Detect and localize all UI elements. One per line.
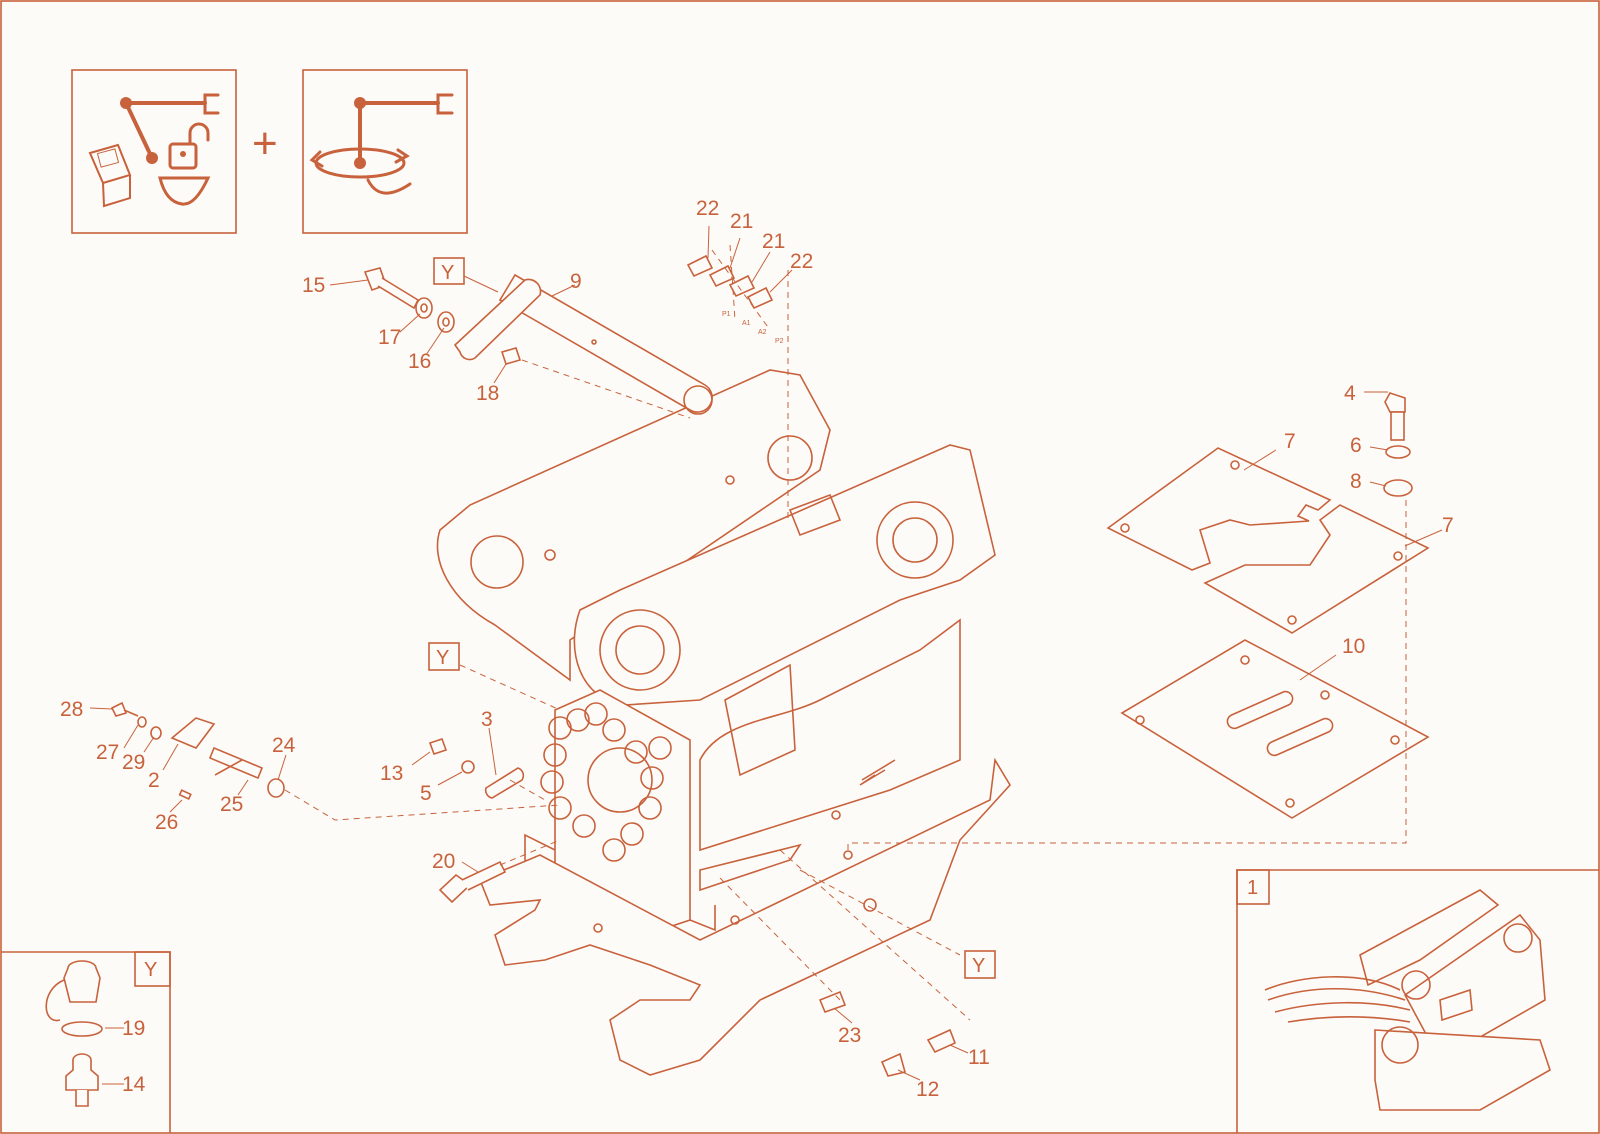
- callout-7: 7: [1442, 514, 1454, 537]
- callout-28: 28: [60, 698, 83, 721]
- view-label-y-top: Y: [433, 257, 499, 293]
- callout-21: 21: [762, 230, 785, 253]
- port-label-p1: P1: [722, 311, 731, 318]
- svg-text:Y: Y: [441, 262, 454, 284]
- pin-9: [453, 273, 713, 415]
- callout-10: 10: [1342, 635, 1365, 658]
- view-label-y-middle: Y: [428, 642, 460, 671]
- callout-22: 22: [696, 197, 719, 220]
- bolt-15: [363, 267, 420, 310]
- callout-26: 26: [155, 811, 178, 834]
- callout-13: 13: [380, 762, 403, 785]
- svg-text:1: 1: [1247, 877, 1258, 899]
- callout-9: 9: [570, 270, 582, 293]
- cover-3-bolt-13-washer-5: [428, 737, 525, 799]
- callout-20: 20: [432, 850, 455, 873]
- callout-11: 11: [968, 1046, 990, 1069]
- callout-4: 4: [1344, 382, 1356, 405]
- callout-22: 22: [790, 250, 813, 273]
- callout-25: 25: [220, 793, 243, 816]
- bolt-4-washers-6-8: [1383, 392, 1413, 497]
- callout-15: 15: [302, 274, 325, 297]
- callout-2: 2: [148, 769, 160, 792]
- assembly-lines: [214, 244, 1407, 1021]
- tilt-lock-switch-icon: [71, 69, 237, 234]
- callout-3: 3: [481, 708, 493, 731]
- callout-5: 5: [420, 782, 432, 805]
- callout-23: 23: [838, 1024, 861, 1047]
- wear-plate-7: [1106, 447, 1430, 634]
- quick-coupler-body: [436, 369, 1011, 1076]
- callout-12: 12: [916, 1078, 939, 1101]
- hydraulic-fittings-21-22: [686, 254, 774, 310]
- callout-16: 16: [408, 350, 431, 373]
- port-label-a1: A1: [742, 320, 751, 327]
- callout-14: 14: [122, 1073, 146, 1096]
- rotation-icon: [302, 69, 468, 234]
- plate-10: [1120, 639, 1430, 819]
- svg-text:Y: Y: [436, 647, 449, 669]
- callout-27: 27: [96, 741, 119, 764]
- callout-7: 7: [1284, 430, 1296, 453]
- callout-6: 6: [1350, 434, 1362, 457]
- callout-17: 17: [378, 326, 401, 349]
- svg-text:Y: Y: [144, 959, 157, 981]
- callout-21: 21: [730, 210, 753, 233]
- svg-text:Y: Y: [972, 955, 985, 977]
- callout-18: 18: [476, 382, 499, 405]
- plus-icon: +: [252, 119, 278, 168]
- bolt-20: [438, 860, 507, 904]
- callout-8: 8: [1350, 470, 1362, 493]
- inset-overview-1: 1: [1236, 869, 1599, 1133]
- view-label-y-bottom: Y: [964, 950, 996, 979]
- callout-19: 19: [122, 1017, 145, 1040]
- leader-lines: [89, 225, 1443, 1085]
- callout-24: 24: [272, 734, 296, 757]
- detail-view-y: Y: [1, 951, 171, 1133]
- port-label-p2: P2: [775, 338, 784, 345]
- callout-29: 29: [122, 751, 145, 774]
- washers-16-17-18: [415, 297, 522, 365]
- port-label-a2: A2: [758, 329, 767, 336]
- callout-numbers: 22 21 21 22 15 9 17 16 18 4 6 7 8 7 10 2…: [60, 197, 1454, 1101]
